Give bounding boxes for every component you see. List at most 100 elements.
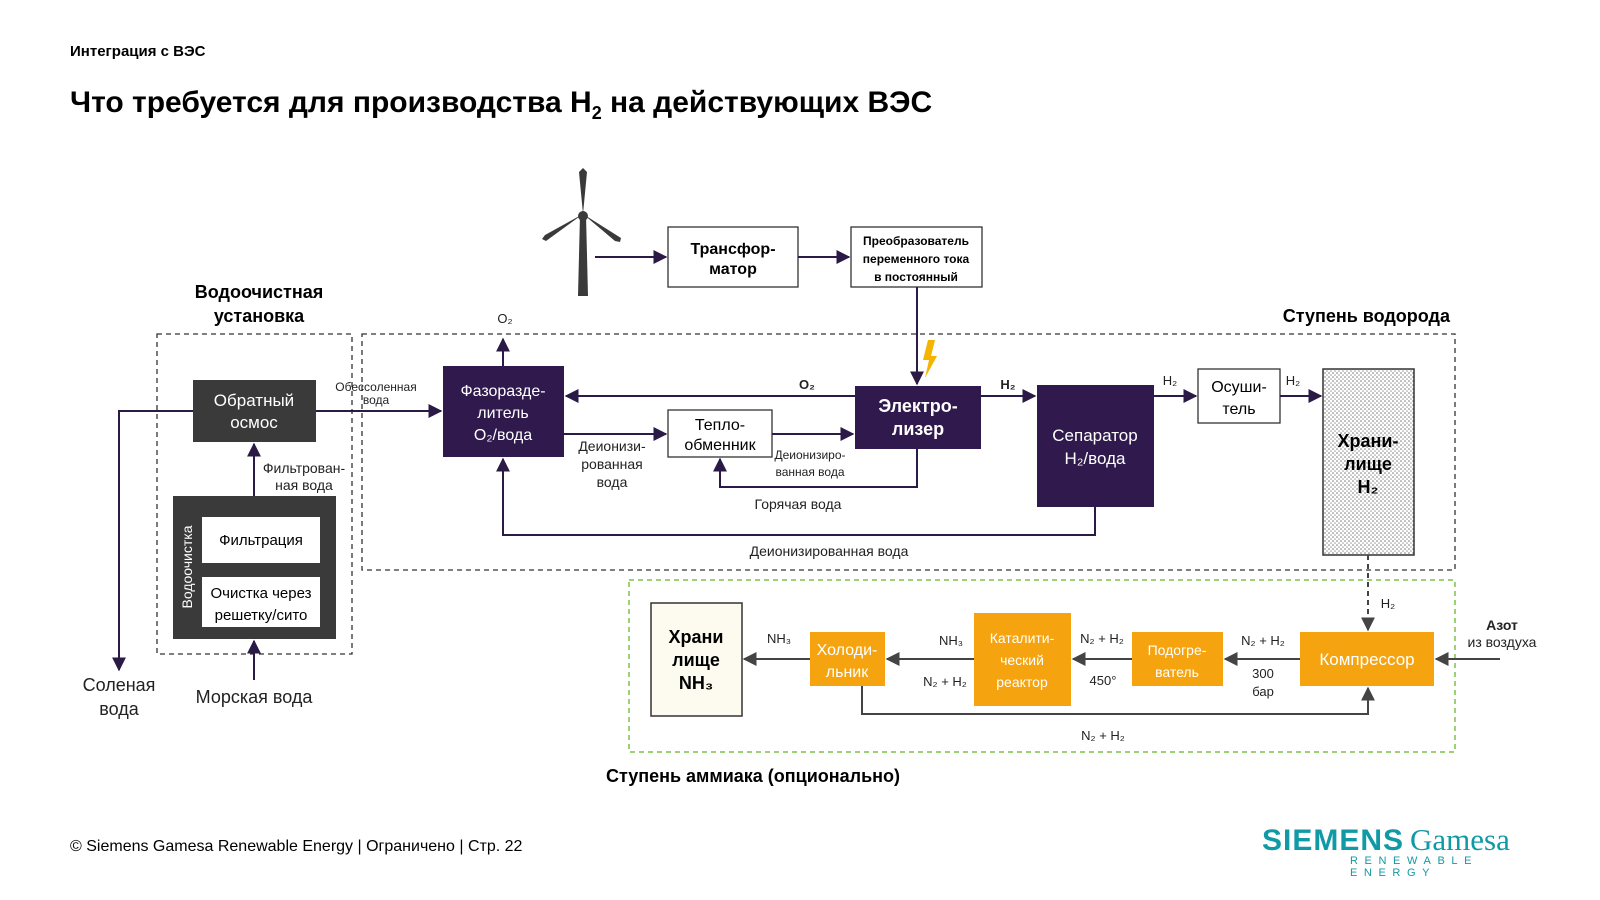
electrolyzer-box: Электро- лизер: [855, 386, 981, 449]
logo-gamesa: Gamesa: [1410, 822, 1510, 857]
heat-exchanger-box: Тепло- обменник: [667, 409, 773, 458]
filtration-label: Фильтрация: [219, 532, 303, 549]
reactor-box: Каталити- ческий реактор: [974, 613, 1071, 706]
h2-storage-box: Храни- лище H₂: [1322, 368, 1415, 556]
heater-label-1: Подогре-: [1148, 642, 1207, 658]
n2h2-label-b: N₂ + H₂: [1080, 631, 1124, 646]
salt-water-label-2: вода: [99, 699, 139, 719]
hydrogen-stage-frame: [361, 333, 1456, 571]
o2-label: O₂: [799, 377, 815, 392]
n2h2-label-d: N₂ + H₂: [1081, 728, 1125, 743]
nh3-storage-label-2: лище: [672, 650, 720, 670]
transformer-box: Трансфор- матор: [667, 226, 799, 288]
title-main: Что требуется для производства H: [70, 86, 592, 119]
h2-label-a: H₂: [1000, 377, 1015, 392]
title-end: на действующих ВЭС: [601, 86, 933, 119]
h2-storage-label-1: Храни-: [1338, 431, 1399, 451]
dryer-box: Осуши- тель: [1197, 368, 1281, 424]
ammonia-flow-lines: [742, 555, 1500, 715]
h2-label-c: H₂: [1286, 373, 1300, 388]
cooler-label-1: Холоди-: [817, 642, 878, 659]
transformer-label-1: Трансфор-: [690, 241, 775, 258]
hot-water-label: Горячая вода: [755, 496, 842, 512]
phase-separator-box: Фазоразде- литель O₂/вода: [443, 366, 564, 457]
reverse-osmosis-label-1: Обратный: [214, 391, 294, 410]
n2h2-label-c: N₂ + H₂: [1241, 633, 1285, 648]
electrolyzer-label-1: Электро-: [878, 396, 957, 416]
o2-top-label: O₂: [497, 311, 512, 326]
recycle-loop-arrow: [861, 686, 1375, 715]
converter-box: Преобразователь переменного тока в посто…: [850, 226, 983, 288]
h2-storage-label-3: H₂: [1358, 477, 1379, 497]
logo-siemens: SIEMENS: [1262, 824, 1405, 857]
desalinated-label-1: Обессоленная: [335, 380, 416, 394]
electrolyzer-label-2: лизер: [892, 419, 944, 439]
separator-box: Сепаратор H₂/вода: [1037, 385, 1154, 507]
phase-separator-label-3: O₂/вода: [474, 427, 532, 444]
flow-lines: [112, 250, 1323, 680]
pressure-label-2: бар: [1252, 684, 1274, 699]
converter-label-3: в постоянный: [874, 270, 958, 284]
reactor-label-1: Каталити-: [990, 630, 1055, 646]
footer-copyright: © Siemens Gamesa Renewable Energy | Огра…: [70, 838, 523, 855]
cooler-label-2: льник: [826, 664, 869, 681]
filtered-label-1: Фильтрован-: [263, 460, 346, 476]
sea-water-label: Морская вода: [196, 687, 314, 707]
temperature-label: 450°: [1090, 673, 1117, 688]
ammonia-stage-frame: [628, 579, 1456, 753]
compressor-label: Компрессор: [1319, 650, 1414, 669]
deionized-loop-arrow: [496, 457, 1096, 536]
pressure-label-1: 300: [1252, 666, 1274, 681]
nh3-storage-label-3: NH₃: [679, 673, 713, 693]
ammonia-group-label: Ступень аммиака (опционально): [606, 766, 900, 786]
pretreatment-label: Водоочистка: [179, 525, 195, 608]
salt-water-arrow: [112, 410, 193, 672]
heat-exchanger-label-1: Тепло-: [695, 417, 745, 434]
heater-label-2: ватель: [1155, 664, 1199, 680]
title-subscript: 2: [591, 103, 602, 123]
nh3-storage-box: Храни лище NH₃: [650, 602, 743, 717]
separator-label-1: Сепаратор: [1052, 426, 1137, 445]
salt-water-label-1: Соленая: [83, 675, 156, 695]
section-label: Интеграция с ВЭС: [70, 43, 206, 60]
deionized-2-label-2: ванная вода: [776, 465, 845, 479]
n2h2-label-a: N₂ + H₂: [923, 674, 967, 689]
deionized-1-label-1: Деионизи-: [578, 438, 646, 454]
nh3-storage-label-1: Храни: [669, 627, 724, 647]
separator-label-2: H₂/вода: [1065, 449, 1126, 468]
phase-separator-label-1: Фазоразде-: [460, 383, 545, 400]
dryer-label-2: тель: [1222, 401, 1255, 418]
h2-storage-label-2: лище: [1344, 454, 1392, 474]
reverse-osmosis-box: Обратный осмос: [193, 380, 316, 442]
water-group-label-1: Водоочистная: [195, 282, 323, 302]
nh3-label-a: NH₃: [767, 631, 791, 646]
heat-exchanger-label-2: обменник: [684, 437, 756, 454]
reactor-label-3: реактор: [996, 674, 1048, 690]
hydrogen-group-label: Ступень водорода: [1283, 306, 1451, 326]
water-group-label-2: установка: [214, 306, 305, 326]
cooler-box: Холоди- льник: [810, 632, 885, 686]
deionized-1-label-3: вода: [597, 474, 628, 490]
screen-label-1: Очистка через: [210, 585, 311, 602]
reactor-label-2: ческий: [1000, 652, 1044, 668]
pretreatment-block: Водоочистка Фильтрация Очистка через реш…: [173, 496, 336, 639]
phase-separator-label-2: литель: [477, 405, 528, 422]
deionized-2-label-1: Деионизиро-: [774, 448, 845, 462]
nh3-label-b: NH₃: [939, 633, 963, 648]
converter-label-2: переменного тока: [863, 252, 970, 266]
h2-label-b: H₂: [1163, 373, 1177, 388]
heater-box: Подогре- ватель: [1132, 632, 1223, 686]
page-title: Что требуется для производства H2 на дей…: [70, 86, 932, 124]
nitrogen-label-1: Азот: [1486, 617, 1518, 633]
compressor-box: Компрессор: [1300, 632, 1434, 686]
deionized-loop-label: Деионизированная вода: [750, 543, 909, 559]
filtered-label-2: ная вода: [275, 477, 333, 493]
logo-subtitle: RENEWABLE ENERGY: [1350, 855, 1479, 879]
nitrogen-label-2: из воздуха: [1468, 634, 1537, 650]
deionized-1-label-2: рованная: [581, 456, 642, 472]
desalinated-label-2: вода: [363, 393, 390, 407]
lightning-icon: [923, 340, 937, 378]
wind-turbine-icon: [542, 168, 621, 296]
